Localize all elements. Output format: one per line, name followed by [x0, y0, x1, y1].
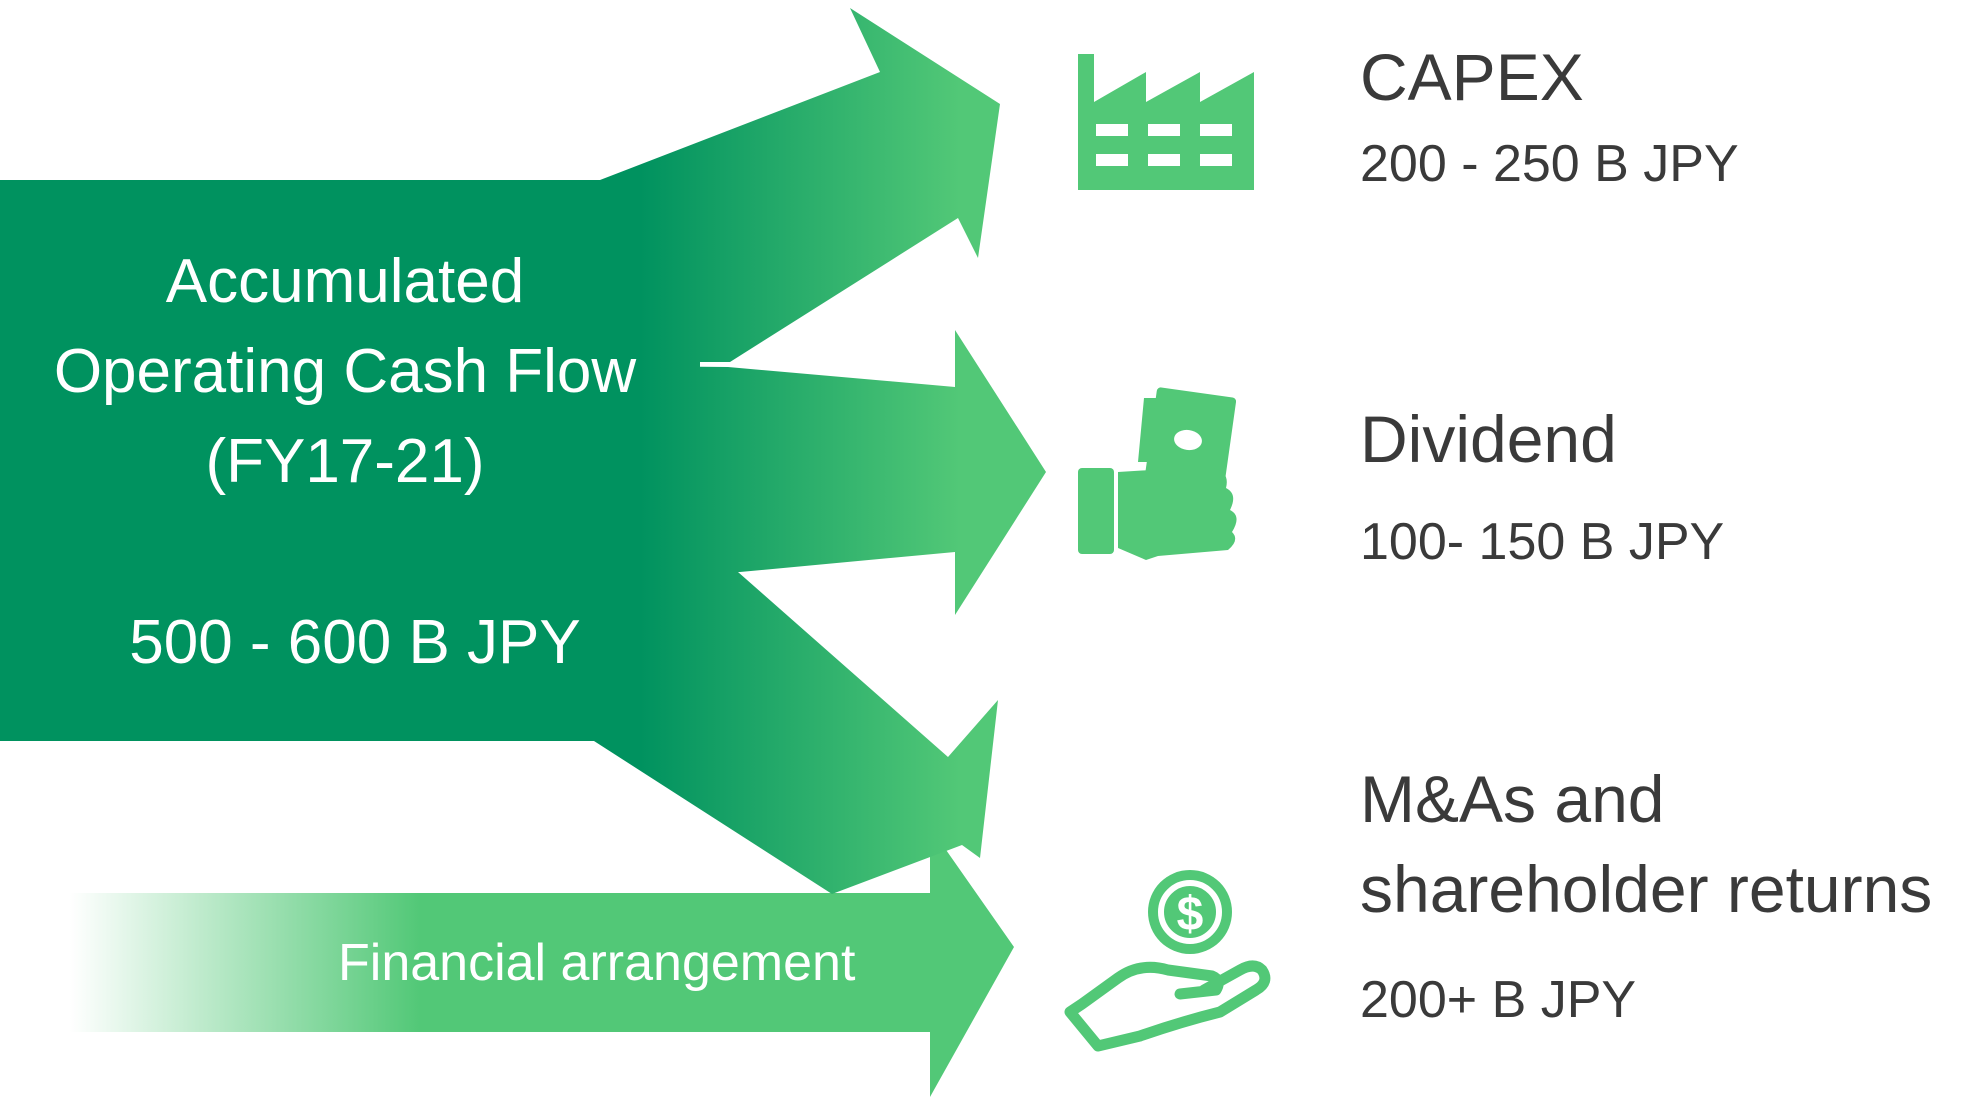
source-label-line-2: Operating Cash Flow	[54, 337, 637, 406]
source-label: Accumulated Operating Cash Flow (FY17-21…	[54, 247, 637, 677]
hand-holding-cash-icon	[1078, 387, 1237, 560]
destination-dividend: Dividend 100- 150 B JPY	[1360, 402, 1724, 571]
svg-text:$: $	[1177, 888, 1204, 941]
destination-title: Dividend	[1360, 402, 1617, 476]
factory-icon	[1078, 54, 1254, 190]
destination-capex: CAPEX 200 - 250 B JPY	[1360, 40, 1739, 193]
destination-title-line-1: M&As and	[1360, 762, 1664, 836]
destination-mna: M&As and shareholder returns 200+ B JPY	[1360, 762, 1932, 1029]
source-value: 500 - 600 B JPY	[129, 608, 581, 677]
destination-value: 200+ B JPY	[1360, 971, 1636, 1029]
hand-with-dollar-coin-icon: $	[1064, 870, 1271, 1052]
source-flow-arrows	[0, 8, 1046, 894]
source-label-line-1: Accumulated	[166, 247, 524, 316]
source-block	[10, 180, 700, 741]
destination-value: 100- 150 B JPY	[1360, 513, 1724, 571]
source-label-line-3: (FY17-21)	[205, 427, 484, 496]
financial-arrangement-arrow	[70, 827, 1014, 1097]
destination-title: CAPEX	[1360, 40, 1584, 114]
destination-value: 200 - 250 B JPY	[1360, 135, 1739, 193]
financial-arrangement-label: Financial arrangement	[338, 934, 856, 992]
destination-title-line-2: shareholder returns	[1360, 852, 1932, 926]
